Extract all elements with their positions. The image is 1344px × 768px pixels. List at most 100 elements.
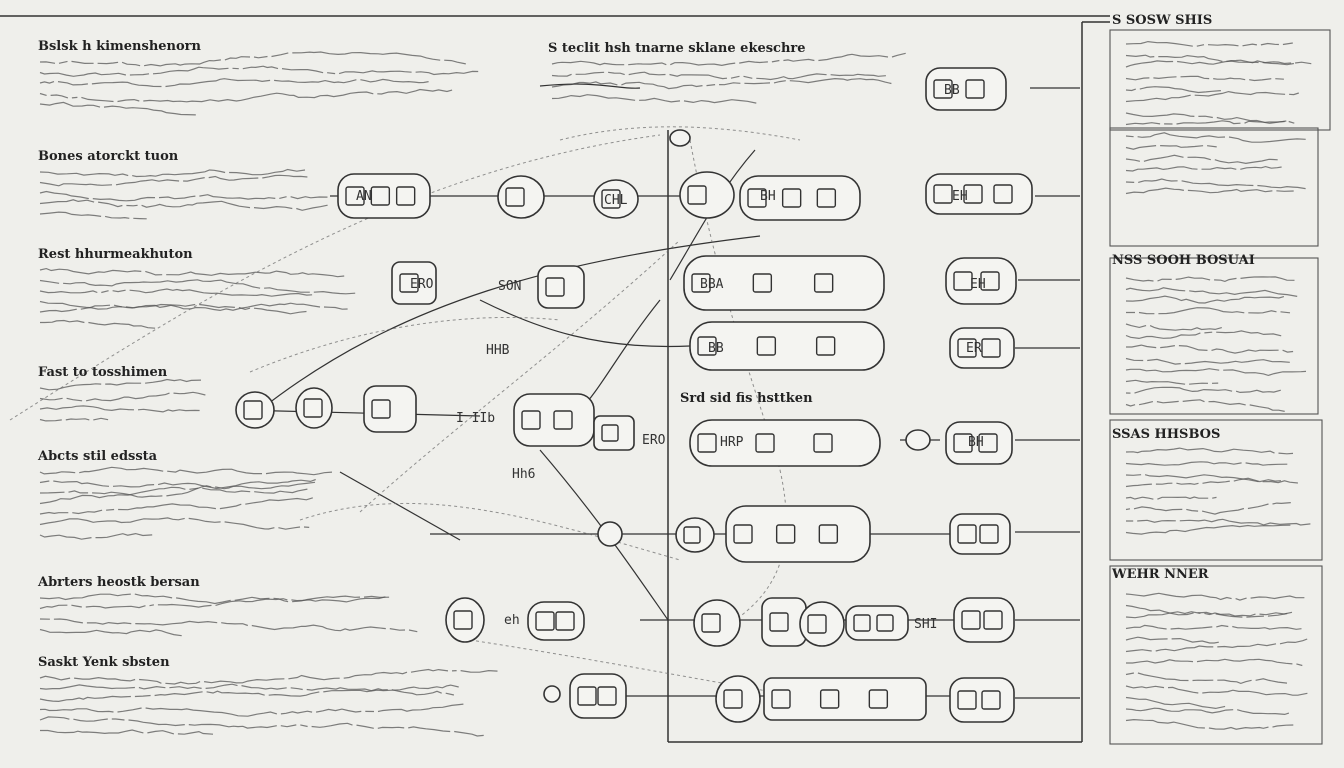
diagram-node <box>680 172 734 218</box>
left-section-title: Bones atorckt tuon <box>38 149 179 164</box>
connector-link <box>480 300 690 347</box>
node-label: EH <box>952 189 968 204</box>
left-section-text-line <box>40 704 463 716</box>
right-panel-text-line <box>1126 76 1284 80</box>
left-section-text-line <box>40 406 200 412</box>
right-panel-text-line <box>1126 503 1291 515</box>
connector-link <box>580 300 660 410</box>
right-panel-text-line <box>1126 55 1294 64</box>
diagram-node <box>694 600 740 646</box>
node-shape <box>670 130 690 146</box>
left-section-title: Abrters heostk bersan <box>37 575 200 590</box>
diagram-node <box>544 686 560 702</box>
left-text-column: Bslsk h kimenshenornBones atorckt tuonRe… <box>37 39 497 736</box>
right-panel-text-line <box>1126 639 1307 652</box>
right-panel-text-line <box>1126 497 1216 499</box>
dashed-connector <box>300 503 680 560</box>
node-shape <box>690 420 880 466</box>
diagram-node <box>676 518 714 552</box>
side-panel-frame <box>1110 566 1322 744</box>
diagram-node <box>954 598 1014 642</box>
inline-label: SON <box>498 279 521 294</box>
center-top-text-line <box>552 79 891 89</box>
right-panel-text-line <box>1126 87 1221 93</box>
center-top-text-line <box>552 95 760 103</box>
left-section-text-line <box>40 302 348 311</box>
right-panel-title: WEHR NNER <box>1111 567 1209 582</box>
left-section-text-line <box>40 89 452 101</box>
inline-label: HHB <box>486 343 510 358</box>
node-shape <box>446 598 484 642</box>
left-section-text-line <box>40 467 336 474</box>
right-panel-text-line <box>1126 478 1281 486</box>
diagram-node <box>906 430 930 450</box>
left-section-text-line <box>40 670 497 685</box>
node-label: CHL <box>604 193 628 208</box>
left-section-text-line <box>40 321 155 329</box>
right-panel-text-line <box>1126 277 1298 282</box>
diagram-node <box>570 674 626 718</box>
node-shape <box>764 678 926 720</box>
diagram-node <box>726 506 870 562</box>
left-section-text-line <box>40 192 328 201</box>
diagram-node <box>538 266 584 308</box>
right-panel-text-line <box>1126 60 1311 67</box>
diagram-node <box>740 176 860 220</box>
left-section-text-line <box>40 630 182 636</box>
left-section-text-line <box>40 498 313 514</box>
node-label: ER <box>966 341 982 356</box>
right-panel-text-line <box>1126 188 1298 193</box>
node-shape <box>236 392 274 428</box>
right-panel-text-line <box>1126 400 1285 412</box>
right-annotation-panel: S SOSW SHIS NSS SOOH BOSUAI SSAS HHSBOS WEH… <box>1110 13 1330 744</box>
diagram-nodes: BBANCHLBHEHEROBBAEHBBERHRPBH <box>236 68 1032 722</box>
left-section-text-line <box>40 418 108 421</box>
right-panel-text-line <box>1126 525 1294 534</box>
node-label: BB <box>944 83 960 98</box>
right-panel-text-line <box>1126 133 1306 142</box>
right-panel-text-line <box>1126 288 1297 297</box>
diagram-node <box>296 388 332 428</box>
node-shape <box>726 506 870 562</box>
diagram-node <box>716 676 760 722</box>
node-label: BB <box>708 341 724 356</box>
diagram-node <box>498 176 544 218</box>
right-panel-text-line <box>1126 380 1218 384</box>
right-panel-text-line <box>1126 155 1282 163</box>
connector-link <box>240 410 480 416</box>
left-section-text-line <box>40 534 152 540</box>
diagram-node <box>236 392 274 428</box>
diagram-node <box>800 602 844 646</box>
left-section-text-line <box>40 518 309 529</box>
connector-link <box>260 236 760 410</box>
right-panel-title: NSS SOOH BOSUAI <box>1112 253 1255 268</box>
node-label: BH <box>760 189 776 204</box>
diagram-node <box>950 678 1014 722</box>
inline-label: SHI <box>914 617 937 632</box>
diagram-node <box>846 606 908 640</box>
node-shape <box>544 686 560 702</box>
left-section-text-line <box>40 379 201 389</box>
right-panel-text-line <box>1126 179 1306 189</box>
left-section-text-line <box>40 730 213 734</box>
node-shape <box>800 602 844 646</box>
right-panel-text-line <box>1126 659 1302 665</box>
right-panel-title: SSAS HHSBOS <box>1112 427 1220 442</box>
left-section-title: Bslsk h kimenshenorn <box>38 39 202 54</box>
node-label: BBA <box>700 277 724 292</box>
right-panel-text-line <box>1126 167 1282 171</box>
node-label: HRP <box>720 435 744 450</box>
left-section-text-line <box>40 269 344 277</box>
node-shape <box>296 388 332 428</box>
dashed-connector <box>250 317 560 372</box>
center-top-title: S teclit hsh tnarne sklane ekeschre <box>548 41 806 56</box>
inline-label: I IIb <box>456 411 495 426</box>
center-mid-title: Srd sid fis hsttken <box>680 391 813 406</box>
node-shape <box>338 174 430 218</box>
right-panel-text-line <box>1126 324 1222 330</box>
right-panel-text-line <box>1126 359 1290 365</box>
right-panel-title: S SOSW SHIS <box>1112 13 1212 28</box>
node-shape <box>498 176 544 218</box>
